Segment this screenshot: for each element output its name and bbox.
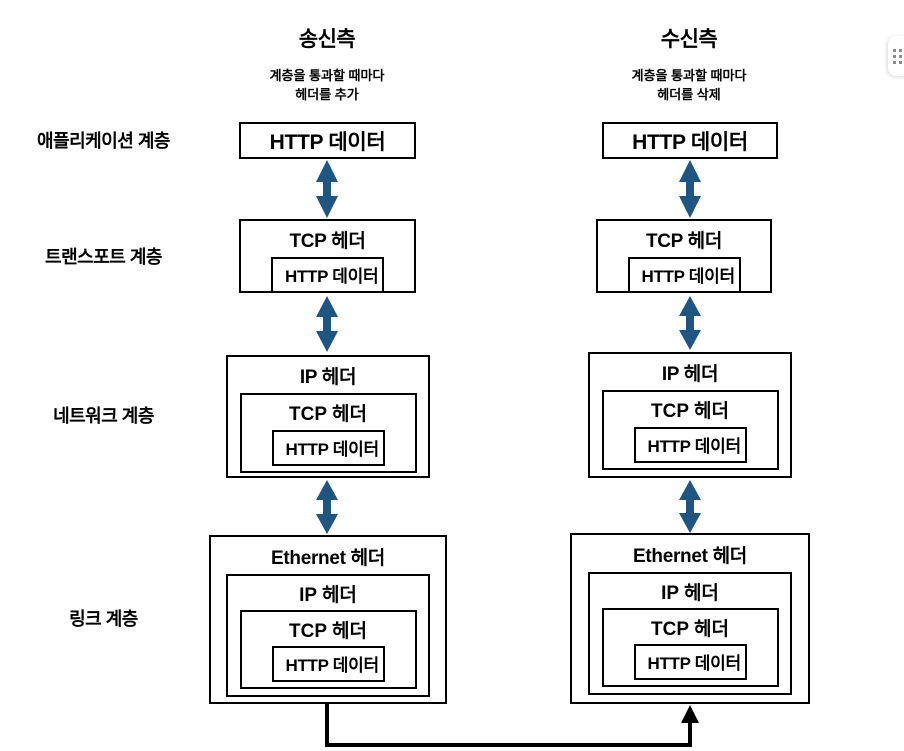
receiver-transport-http-payload: HTTP 데이터	[627, 257, 741, 293]
receiver-transport-tcp-label: TCP 헤더	[645, 231, 723, 252]
receiver-subtitle-line2: 헤더를 삭제	[657, 86, 721, 102]
receiver-network-packet: IP 헤더 TCP 헤더 HTTP 데이터	[588, 352, 792, 478]
sender-link-ip-datagram: IP 헤더 TCP 헤더 HTTP 데이터	[226, 574, 430, 697]
sender-link-ip-label: IP 헤더	[299, 585, 357, 606]
receiver-link-http-payload: HTTP 데이터	[633, 644, 747, 680]
receiver-column-heading: 수신측 계층을 통과할 때마다 헤더를 삭제	[569, 28, 809, 105]
sender-link-tcp-label: TCP 헤더	[289, 621, 367, 642]
transmission-arrowhead	[681, 705, 699, 723]
sender-arrow-app-transport	[314, 160, 340, 218]
sender-link-http-payload: HTTP 데이터	[271, 646, 385, 682]
sender-transport-http-payload: HTTP 데이터	[271, 257, 384, 293]
receiver-link-tcp-label: TCP 헤더	[651, 619, 729, 640]
receiver-application-packet: HTTP 데이터	[602, 122, 778, 159]
sender-application-packet: HTTP 데이터	[239, 122, 416, 159]
receiver-transport-packet: TCP 헤더 HTTP 데이터	[596, 219, 772, 293]
sender-arrow-transport-network	[314, 296, 340, 352]
receiver-link-ip-datagram: IP 헤더 TCP 헤더 HTTP 데이터	[588, 572, 792, 695]
receiver-application-http-label: HTTP 데이터	[632, 130, 748, 154]
sender-network-ip-label: IP 헤더	[299, 367, 357, 388]
layer-label-network: 네트워크 계층	[53, 406, 154, 426]
receiver-subtitle: 계층을 통과할 때마다 헤더를 삭제	[569, 67, 809, 105]
sender-application-http-label: HTTP 데이터	[269, 130, 386, 154]
sender-link-ethernet-label: Ethernet 헤더	[270, 548, 385, 569]
receiver-title: 수신측	[660, 28, 718, 51]
sender-network-packet: IP 헤더 TCP 헤더 HTTP 데이터	[226, 355, 430, 478]
sender-transport-tcp-label: TCP 헤더	[289, 231, 366, 252]
layer-label-link: 링크 계층	[69, 609, 138, 629]
receiver-network-http-payload: HTTP 데이터	[633, 427, 747, 463]
receiver-network-ip-label: IP 헤더	[661, 364, 719, 385]
sender-link-packet: Ethernet 헤더 IP 헤더 TCP 헤더 HTTP 데이터	[209, 535, 447, 704]
sender-column-heading: 송신측 계층을 통과할 때마다 헤더를 추가	[207, 28, 447, 105]
sender-network-tcp-segment: TCP 헤더 HTTP 데이터	[239, 393, 417, 473]
sender-title: 송신측	[298, 28, 356, 51]
sender-arrow-network-link	[314, 480, 340, 534]
receiver-arrow-app-transport	[677, 160, 703, 218]
drag-handle-dots-icon[interactable]	[893, 48, 902, 64]
sender-transport-packet: TCP 헤더 HTTP 데이터	[239, 219, 416, 293]
floating-edge-panel[interactable]	[888, 36, 904, 76]
receiver-arrow-network-link	[677, 480, 703, 533]
receiver-arrow-transport-network	[677, 296, 703, 350]
sender-subtitle: 계층을 통과할 때마다 헤더를 추가	[207, 67, 447, 105]
layer-label-transport: 트랜스포트 계층	[45, 247, 162, 267]
sender-network-tcp-label: TCP 헤더	[289, 404, 367, 425]
sender-network-http-payload: HTTP 데이터	[271, 430, 385, 466]
receiver-link-ip-label: IP 헤더	[661, 583, 719, 604]
receiver-link-ethernet-label: Ethernet 헤더	[632, 546, 747, 567]
sender-link-tcp-segment: TCP 헤더 HTTP 데이터	[239, 610, 417, 689]
sender-subtitle-line1: 계층을 통과할 때마다	[269, 68, 385, 84]
receiver-network-tcp-segment: TCP 헤더 HTTP 데이터	[601, 390, 779, 470]
sender-subtitle-line2: 헤더를 추가	[295, 86, 359, 102]
receiver-network-tcp-label: TCP 헤더	[651, 401, 729, 422]
receiver-link-tcp-segment: TCP 헤더 HTTP 데이터	[601, 608, 779, 687]
receiver-link-packet: Ethernet 헤더 IP 헤더 TCP 헤더 HTTP 데이터	[570, 533, 810, 704]
receiver-subtitle-line1: 계층을 통과할 때마다	[631, 68, 747, 84]
layer-label-application: 애플리케이션 계층	[37, 131, 170, 151]
